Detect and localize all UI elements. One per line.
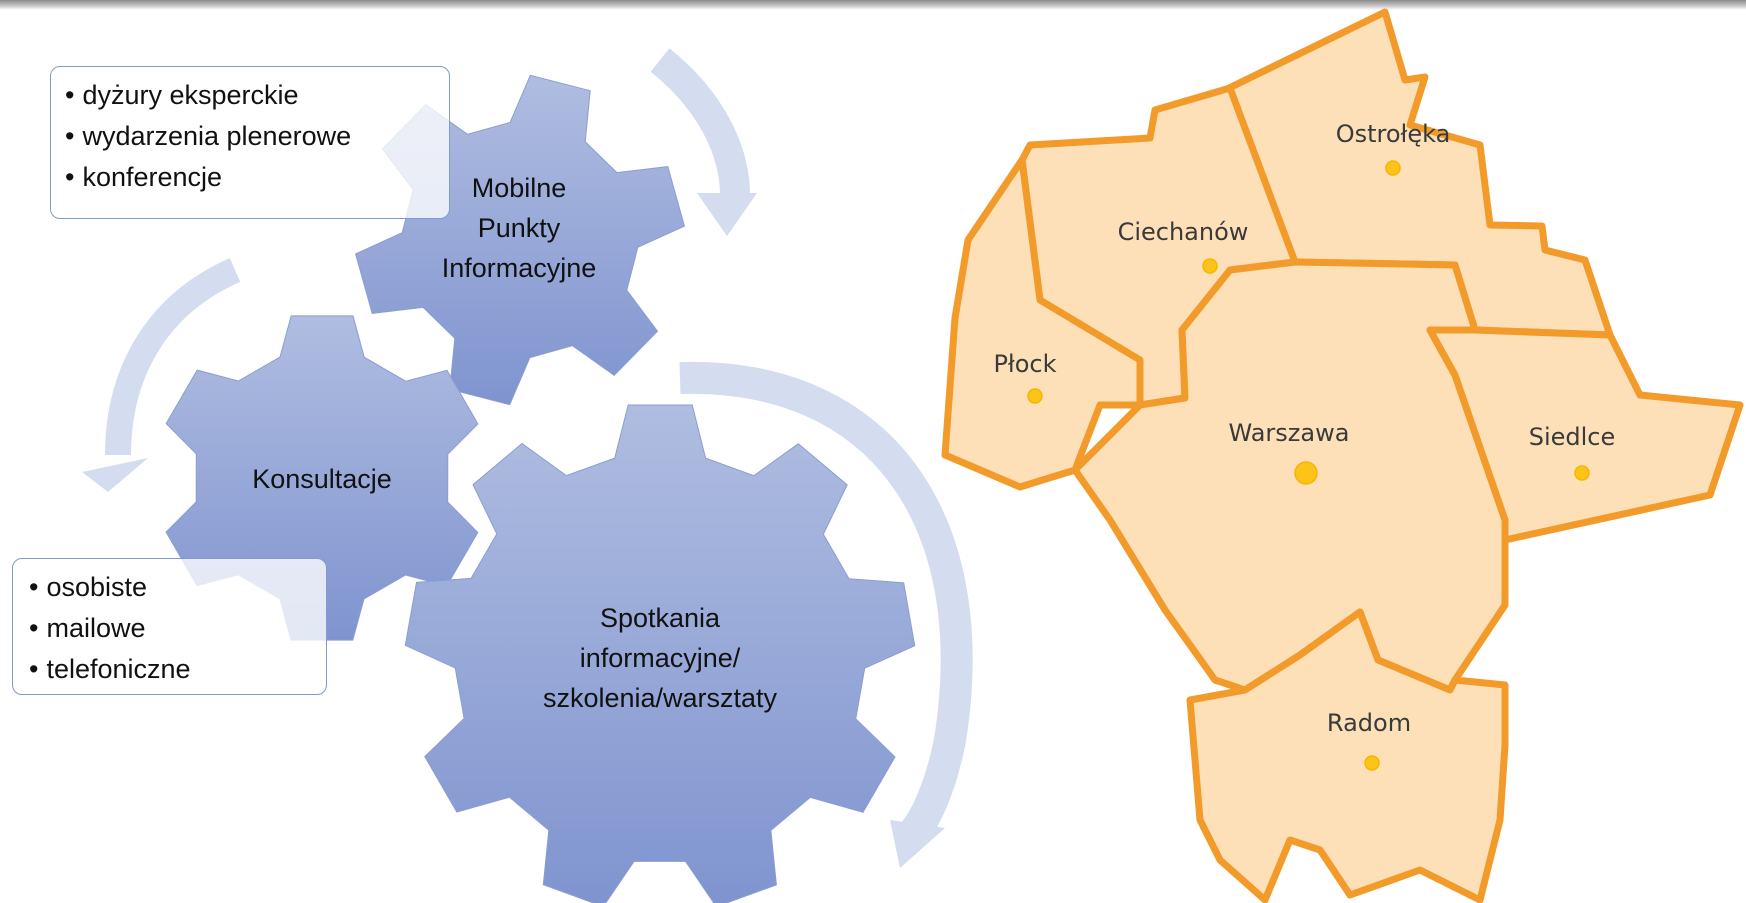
gear-meetings-label-1: Spotkania	[600, 603, 721, 633]
gear-consult-label: Konsultacje	[252, 464, 392, 494]
arrow-left	[105, 258, 241, 456]
city-dot-ostroleka	[1385, 160, 1401, 176]
region-label-warszawa: Warszawa	[1229, 419, 1350, 447]
arrow-right-head	[890, 820, 945, 868]
gear-mobile-label-1: Mobilne	[472, 173, 567, 203]
region-label-ostroleka: Ostrołęka	[1336, 120, 1451, 148]
list-item: wydarzenia plenerowe	[65, 116, 449, 157]
region-radom	[1186, 608, 1509, 903]
consultations-box: osobiste mailowe telefoniczne	[12, 558, 327, 695]
gear-mobile-label-2: Punkty	[478, 213, 561, 243]
city-dot-radom	[1364, 755, 1380, 771]
gear-meetings	[404, 404, 916, 903]
region-label-ciechanow: Ciechanów	[1118, 218, 1249, 246]
list-item: osobiste	[29, 567, 326, 608]
arrow-top	[650, 48, 750, 196]
gear-mobile-label-3: Informacyjne	[442, 253, 597, 283]
list-item: konferencje	[65, 157, 449, 198]
region-label-radom: Radom	[1327, 709, 1411, 737]
city-dot-plock	[1027, 388, 1043, 404]
mobile-points-box: dyżury eksperckie wydarzenia plenerowe k…	[50, 66, 450, 219]
mobile-points-list: dyżury eksperckie wydarzenia plenerowe k…	[65, 75, 449, 198]
gear-meetings-label-2: informacyjne/	[580, 643, 741, 673]
list-item: dyżury eksperckie	[65, 75, 449, 116]
region-label-plock: Płock	[993, 350, 1056, 378]
arrow-left-head	[82, 458, 148, 492]
arrow-top-head	[697, 193, 757, 236]
city-dot-ciechanow	[1202, 258, 1218, 274]
list-item: telefoniczne	[29, 649, 326, 690]
city-markers	[1027, 160, 1590, 771]
region-siedlce	[1426, 326, 1744, 544]
region-warszawa	[1071, 258, 1509, 694]
city-dot-siedlce	[1574, 465, 1590, 481]
top-shadow-bar	[0, 0, 1746, 10]
arrow-right	[679, 361, 973, 846]
region-label-siedlce: Siedlce	[1529, 423, 1616, 451]
region-map	[941, 8, 1744, 903]
cycle-arrows	[82, 48, 973, 868]
list-item: mailowe	[29, 608, 326, 649]
city-dot-warszawa	[1294, 461, 1318, 485]
consultations-list: osobiste mailowe telefoniczne	[29, 567, 326, 690]
gear-meetings-label-3: szkolenia/warsztaty	[543, 683, 778, 713]
